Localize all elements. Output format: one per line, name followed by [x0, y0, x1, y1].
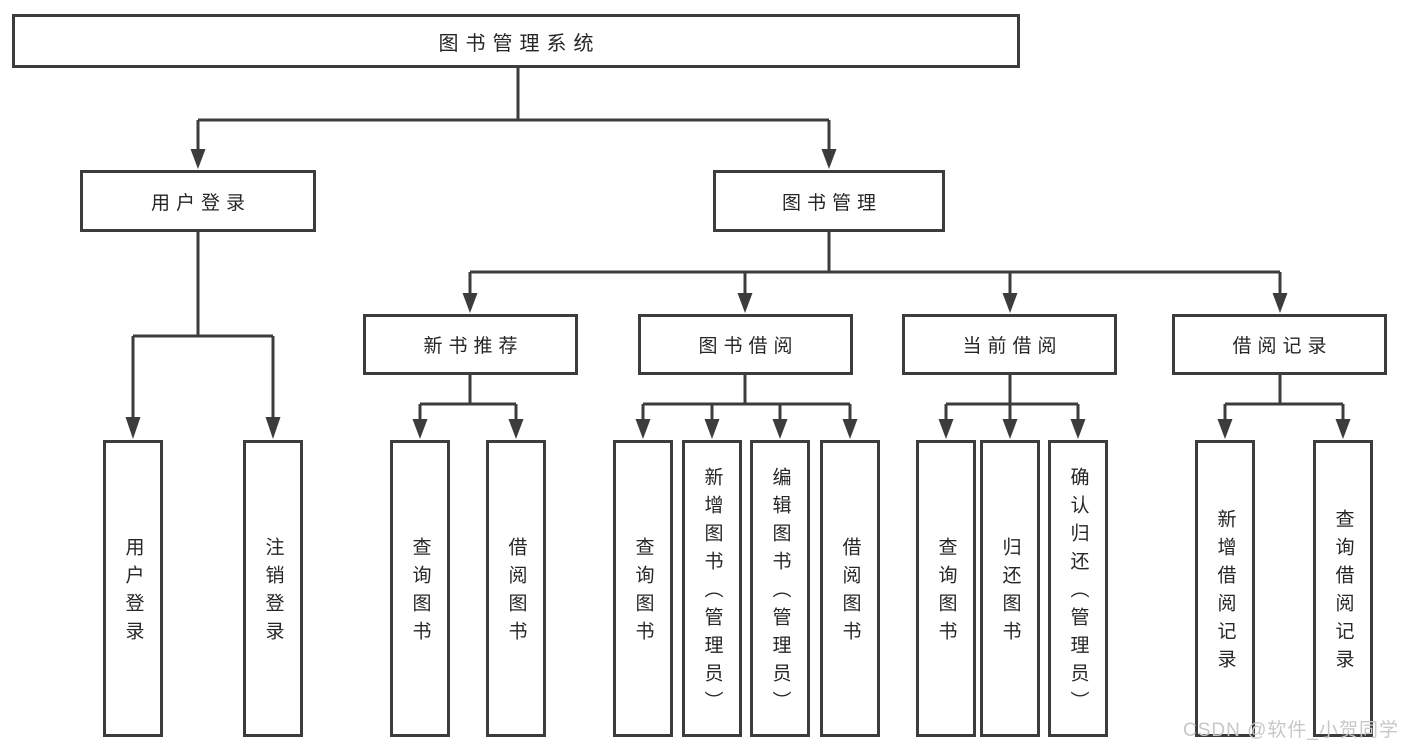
node-book-borrow: 图书借阅	[638, 314, 853, 375]
node-current-borrow-label: 当前借阅	[962, 336, 1063, 357]
node-root: 图书管理系统	[12, 14, 1020, 68]
node-leaf-add-borrow-record: 新增借阅记录	[1195, 440, 1255, 737]
node-leaf-edit-books-admin-label: 编辑图书（管理员）	[769, 467, 791, 719]
node-leaf-return-books-label: 归还图书	[999, 537, 1021, 649]
node-leaf-confirm-return-admin: 确认归还（管理员）	[1048, 440, 1108, 737]
node-user-login-label: 用户登录	[150, 192, 251, 214]
node-leaf-query-books-borrow-label: 查询图书	[632, 537, 654, 649]
node-current-borrow: 当前借阅	[902, 314, 1117, 375]
connector-book-management-children	[462, 232, 1288, 313]
connector-current-borrow-children	[938, 375, 1086, 439]
node-book-management: 图书管理	[713, 170, 945, 232]
node-leaf-add-books-admin: 新增图书（管理员）	[682, 440, 742, 737]
node-leaf-borrow-books-recommend: 借阅图书	[486, 440, 546, 737]
node-leaf-logout: 注销登录	[243, 440, 303, 737]
node-leaf-borrow-books-recommend-label: 借阅图书	[505, 537, 527, 649]
node-borrow-records-label: 借阅记录	[1232, 336, 1333, 357]
node-leaf-borrow-books: 借阅图书	[820, 440, 880, 737]
node-leaf-add-books-admin-label: 新增图书（管理员）	[701, 467, 723, 719]
node-leaf-confirm-return-admin-label: 确认归还（管理员）	[1067, 467, 1089, 719]
node-new-book-recommend: 新书推荐	[363, 314, 578, 375]
watermark: CSDN @软件_小贺同学	[1183, 720, 1399, 741]
node-borrow-records: 借阅记录	[1172, 314, 1387, 375]
node-leaf-add-borrow-record-label: 新增借阅记录	[1214, 509, 1236, 677]
node-user-login: 用户登录	[80, 170, 316, 232]
node-leaf-logout-label: 注销登录	[262, 537, 284, 649]
connector-user-login-children	[125, 232, 281, 439]
node-leaf-query-books-current-label: 查询图书	[935, 537, 957, 649]
connector-root-to-level2	[190, 68, 837, 169]
node-leaf-return-books: 归还图书	[980, 440, 1040, 737]
node-leaf-query-books-recommend-label: 查询图书	[409, 537, 431, 649]
node-leaf-borrow-books-label: 借阅图书	[839, 537, 861, 649]
connector-book-borrow-children	[635, 375, 858, 439]
connector-new-book-recommend-children	[412, 375, 524, 439]
node-leaf-edit-books-admin: 编辑图书（管理员）	[750, 440, 810, 737]
node-leaf-user-login-label: 用户登录	[122, 537, 144, 649]
node-leaf-query-books-current: 查询图书	[916, 440, 976, 737]
node-leaf-query-borrow-record-label: 查询借阅记录	[1332, 509, 1354, 677]
node-leaf-query-books-borrow: 查询图书	[613, 440, 673, 737]
node-root-label: 图书管理系统	[438, 32, 601, 55]
node-leaf-query-borrow-record: 查询借阅记录	[1313, 440, 1373, 737]
node-book-management-label: 图书管理	[781, 192, 882, 214]
node-new-book-recommend-label: 新书推荐	[423, 336, 524, 357]
node-leaf-user-login: 用户登录	[103, 440, 163, 737]
connector-borrow-records-children	[1217, 375, 1351, 439]
node-book-borrow-label: 图书借阅	[698, 336, 799, 357]
node-leaf-query-books-recommend: 查询图书	[390, 440, 450, 737]
